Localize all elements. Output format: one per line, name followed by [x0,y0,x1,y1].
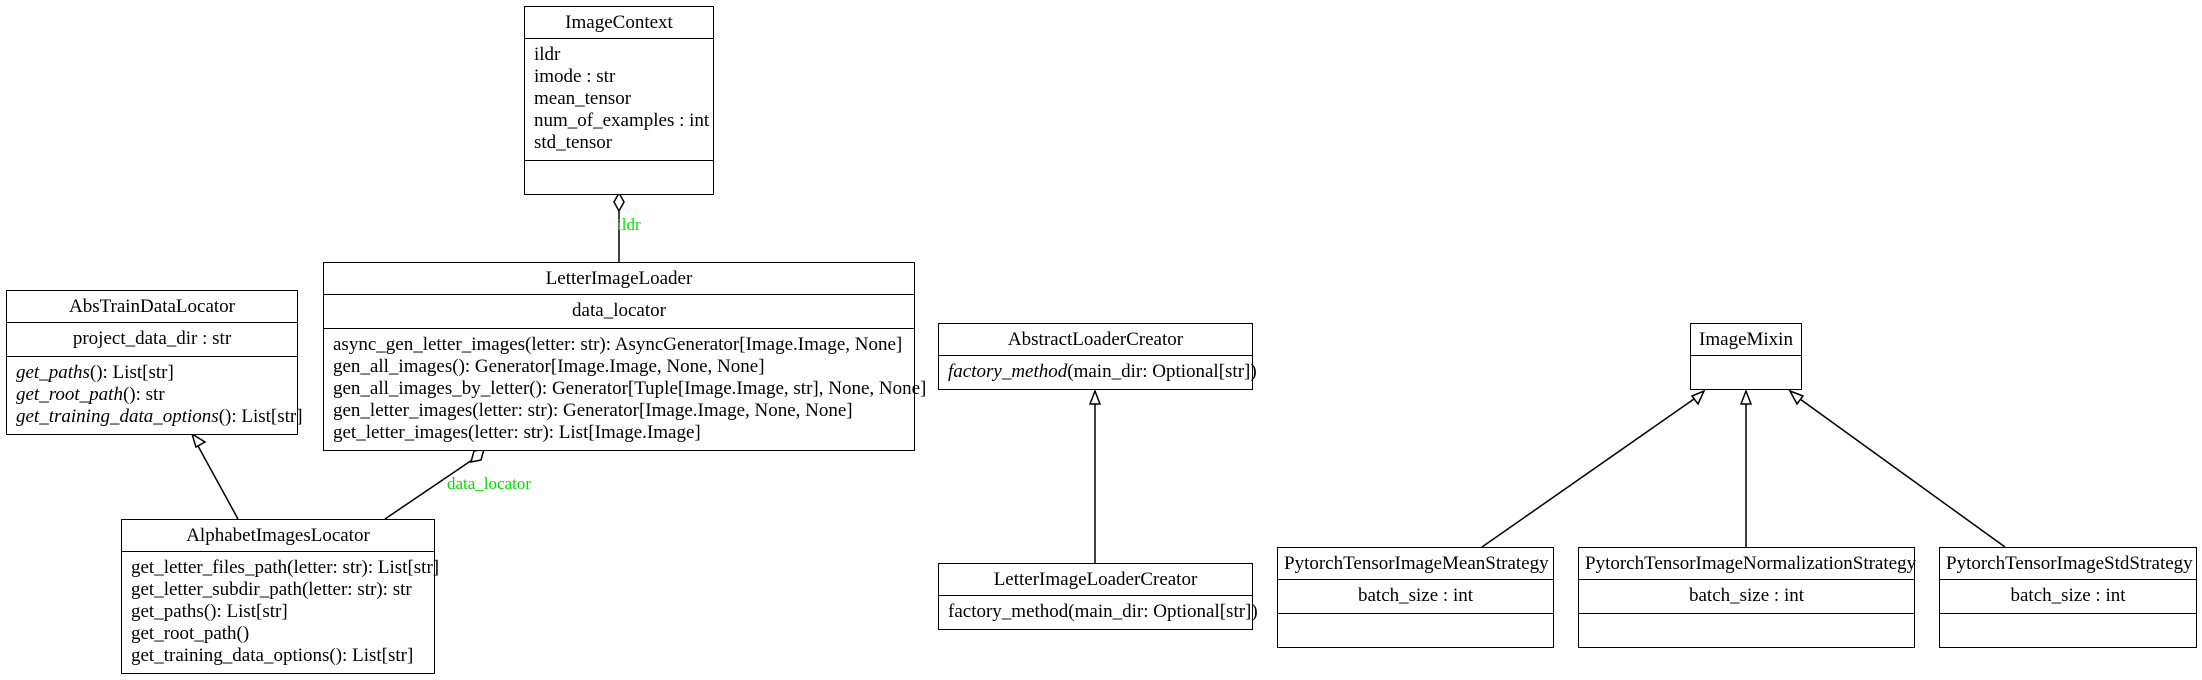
class-name: PytorchTensorImageMeanStrategy [1278,548,1553,580]
class-attributes: data_locator [324,295,914,329]
method: get_letter_images(letter: str): List[Ima… [333,422,701,443]
attribute: batch_size : int [1357,585,1474,606]
class-mean-strategy[interactable]: PytorchTensorImageMeanStrategy batch_siz… [1277,547,1554,648]
abstract-method: factory_method(main_dir: Optional[str]) [948,361,1257,382]
method: gen_all_images_by_letter(): Generator[Tu… [333,378,927,399]
class-methods-empty [1940,614,2196,647]
class-name: AlphabetImagesLocator [122,520,434,552]
class-name: LetterImageLoaderCreator [939,564,1252,596]
class-name: PytorchTensorImageStdStrategy [1940,548,2196,580]
class-methods-empty [1579,614,1914,647]
class-name: AbstractLoaderCreator [939,324,1252,356]
class-methods-empty [1691,356,1801,389]
abstract-method: get_training_data_options(): List[str] [16,406,303,427]
method: gen_letter_images(letter: str): Generato… [333,400,853,421]
attribute: mean_tensor [534,88,632,109]
class-methods-empty [525,161,713,194]
class-methods: factory_method(main_dir: Optional[str]) [939,596,1258,629]
class-image-mixin[interactable]: ImageMixin [1690,323,1802,390]
class-alphabet-images-locator[interactable]: AlphabetImagesLocator get_letter_files_p… [121,519,440,674]
class-methods: get_letter_files_path(letter: str): List… [122,552,440,673]
class-abs-train-data-locator[interactable]: AbsTrainDataLocator project_data_dir : s… [6,290,303,435]
abstract-method: get_root_path(): str [16,384,165,405]
edge-data-locator-line [384,457,476,520]
attribute: imode : str [534,66,616,87]
method: gen_all_images(): Generator[Image.Image,… [333,356,765,377]
method: factory_method(main_dir: Optional[str]) [948,601,1258,622]
class-name: PytorchTensorImageNormalizationStrategy [1579,548,1916,580]
inheritance-arrow-icon [1739,388,1753,405]
edge-inherit-std-line [1799,398,2006,548]
class-name: AbsTrainDataLocator [7,291,297,323]
attribute: std_tensor [534,132,613,153]
inheritance-arrow-icon [1788,389,1805,406]
class-letter-image-loader[interactable]: LetterImageLoader data_locator async_gen… [323,262,927,451]
class-normalization-strategy[interactable]: PytorchTensorImageNormalizationStrategy … [1578,547,1916,648]
method: get_letter_files_path(letter: str): List… [131,557,440,578]
class-name: ImageContext [525,7,713,39]
class-name: ImageMixin [1691,324,1801,356]
method: get_letter_subdir_path(letter: str): str [131,579,412,600]
method: get_paths(): List[str] [131,601,288,622]
class-methods: factory_method(main_dir: Optional[str]) [939,356,1257,389]
inheritance-arrow-icon [1088,388,1102,405]
edge-inherit-mean-line [1481,398,1695,548]
class-abstract-loader-creator[interactable]: AbstractLoaderCreator factory_method(mai… [938,323,1257,390]
class-attributes: ildr imode : str mean_tensor num_of_exam… [525,39,713,161]
inheritance-arrow-icon [1690,389,1706,406]
class-methods: get_paths(): List[str] get_root_path(): … [7,357,303,434]
attribute: batch_size : int [2010,585,2126,606]
class-letter-image-loader-creator[interactable]: LetterImageLoaderCreator factory_method(… [938,563,1258,630]
class-methods: async_gen_letter_images(letter: str): As… [324,329,927,450]
inheritance-arrow-icon [190,432,207,449]
abstract-method: get_paths(): List[str] [16,362,174,383]
class-std-strategy[interactable]: PytorchTensorImageStdStrategy batch_size… [1939,547,2197,648]
attribute: project_data_dir : str [72,328,232,349]
class-attributes: batch_size : int [1940,580,2196,614]
attribute: data_locator [572,300,666,321]
attribute: ildr [534,44,561,65]
class-methods-empty [1278,614,1553,647]
class-attributes: batch_size : int [1579,580,1914,614]
class-image-context[interactable]: ImageContext ildr imode : str mean_tenso… [524,6,714,195]
edge-label-data-locator: data_locator [447,474,532,493]
attribute: batch_size : int [1688,585,1805,606]
edge-inherit-abs-line [197,445,239,520]
class-attributes: project_data_dir : str [7,323,297,357]
edge-label-ildr: ildr [617,215,641,234]
attribute: num_of_examples : int [534,110,710,131]
method: get_root_path() [131,623,250,644]
class-name: LetterImageLoader [324,263,914,295]
method: get_training_data_options(): List[str] [131,645,414,666]
class-attributes: batch_size : int [1278,580,1553,614]
method: async_gen_letter_images(letter: str): As… [333,334,903,355]
aggregation-diamond-icon [613,191,625,213]
